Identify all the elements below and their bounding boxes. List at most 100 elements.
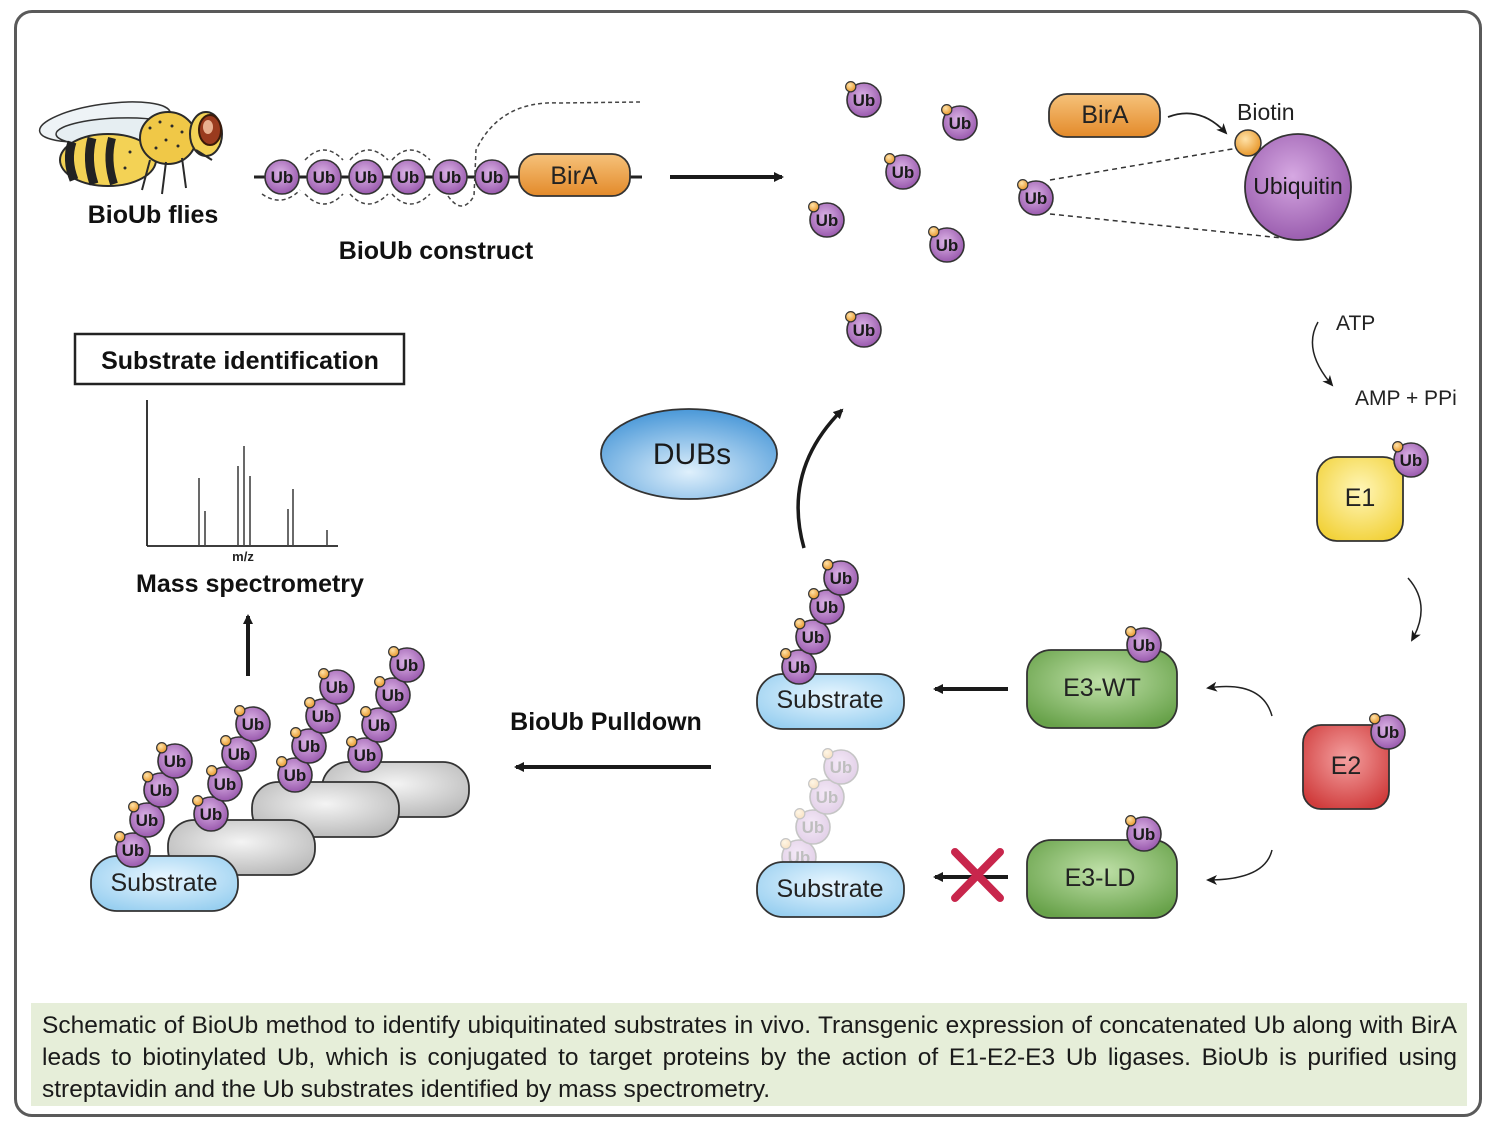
- ub-molecule: Ub: [128, 801, 165, 838]
- ms-peaks: [198, 446, 328, 546]
- biotin-tag: [1125, 626, 1137, 638]
- ub-molecule: Ub: [360, 706, 397, 743]
- ub-molecule: Ub: [276, 756, 313, 793]
- ubiquitin-label: Ubiquitin: [1253, 173, 1343, 199]
- dubs-ellipse: [600, 408, 778, 500]
- mass-spectrum-plot: m/z: [146, 400, 338, 564]
- ub-label: Ub: [830, 758, 853, 777]
- ub-molecule: Ub: [142, 771, 179, 808]
- biotin-tag: [1369, 713, 1381, 725]
- e2-to-e3wt-arrow: [1206, 681, 1273, 717]
- biotin-tag: [808, 201, 820, 213]
- ub-label: Ub: [355, 168, 378, 187]
- ub-molecule: Ub: [114, 831, 151, 868]
- flies-label: BioUb flies: [88, 201, 219, 229]
- substrate-identification-label: Substrate identification: [101, 347, 379, 375]
- ub-molecule: Ub: [845, 311, 882, 348]
- ub-molecule: Ub: [1017, 179, 1054, 216]
- biotin-tag: [845, 311, 857, 323]
- ub-molecule: Ub: [941, 104, 978, 141]
- ub-molecule: Ub: [206, 765, 243, 802]
- biotin-label: Biotin: [1237, 99, 1295, 125]
- ub-molecule: Ub: [306, 159, 342, 195]
- biotin-tag: [156, 742, 168, 754]
- ub-label: Ub: [122, 841, 145, 860]
- ub-molecule: Ub: [388, 646, 425, 683]
- ub-label: Ub: [830, 569, 853, 588]
- ub-molecule: Ub: [304, 697, 341, 734]
- ub-molecule: Ub: [432, 159, 468, 195]
- e1-label: E1: [1345, 484, 1376, 512]
- biotin-tag: [808, 588, 820, 600]
- ub-label: Ub: [816, 598, 839, 617]
- ub-molecule: Ub: [1125, 815, 1162, 852]
- biotin-tag: [884, 153, 896, 165]
- ub-label: Ub: [816, 211, 839, 230]
- e3-wt-enzyme: [1026, 649, 1178, 729]
- biotin-tag: [1017, 179, 1029, 191]
- fly-illustration: [38, 101, 223, 195]
- fly-thorax: [139, 111, 197, 165]
- ub-molecule: Ub: [928, 226, 965, 263]
- biotin-tag: [128, 801, 140, 813]
- ub-label: Ub: [439, 168, 462, 187]
- ub-label: Ub: [150, 781, 173, 800]
- biotin-molecule: [1234, 129, 1262, 157]
- ub-label: Ub: [200, 805, 223, 824]
- biotin-tag: [780, 838, 792, 850]
- ub-label: Ub: [1133, 636, 1156, 655]
- atp-label: ATP: [1336, 312, 1375, 335]
- bira-enzyme-box: [1048, 93, 1161, 138]
- biotin-tag: [114, 831, 126, 843]
- ub-molecule: Ub: [234, 705, 271, 742]
- atp-arrow: [1311, 321, 1334, 387]
- figure-frame: [14, 10, 1482, 1117]
- ub-molecule: Ub: [290, 727, 327, 764]
- dub-recycle-arrow: [796, 408, 844, 549]
- biotin-tag: [388, 646, 400, 658]
- pulldown-label: BioUb Pulldown: [510, 708, 702, 736]
- ub-molecule: Ub: [808, 588, 845, 625]
- ub-molecule: Ub: [220, 735, 257, 772]
- ub-molecule: Ub: [348, 159, 384, 195]
- ms-x-label: m/z: [232, 549, 254, 564]
- construct-bira-box: [518, 153, 631, 197]
- e2-to-e3ld-arrow: [1206, 849, 1273, 885]
- pulled-substrate-label: Substrate: [110, 869, 217, 897]
- ub-molecule: Ub: [808, 778, 845, 815]
- ub-molecule: Ub: [474, 159, 510, 195]
- mass-spec-label: Mass spectrometry: [136, 570, 364, 598]
- biotin-tag: [206, 765, 218, 777]
- ub-label: Ub: [481, 168, 504, 187]
- e2-label: E2: [1331, 752, 1362, 780]
- ub-label: Ub: [1400, 451, 1423, 470]
- biotin-tag: [780, 648, 792, 660]
- ub-molecule: Ub: [780, 648, 817, 685]
- amp-ppi-label: AMP + PPi: [1355, 387, 1457, 410]
- ub-molecule: Ub: [794, 808, 831, 845]
- biotinylation-arrow: [1167, 112, 1228, 135]
- biotin-tag: [192, 795, 204, 807]
- ub-label: Ub: [242, 715, 265, 734]
- biotin-tag: [941, 104, 953, 116]
- ub-label: Ub: [949, 114, 972, 133]
- e2-enzyme: [1302, 724, 1390, 810]
- ub-molecule: Ub: [822, 748, 859, 785]
- ub-label: Ub: [368, 716, 391, 735]
- biotin-tag: [234, 705, 246, 717]
- zoom-line-bottom: [1049, 213, 1283, 239]
- ubiquitin-enlarged: [1244, 133, 1352, 241]
- ub-label: Ub: [802, 628, 825, 647]
- ub-label: Ub: [788, 658, 811, 677]
- ub-label: Ub: [313, 168, 336, 187]
- ub-molecule: Ub: [884, 153, 921, 190]
- substrate-ld: [756, 861, 905, 918]
- biotin-tag: [360, 706, 372, 718]
- ub-molecule: Ub: [1392, 441, 1429, 478]
- biotin-tag: [822, 748, 834, 760]
- biotin-tag: [220, 735, 232, 747]
